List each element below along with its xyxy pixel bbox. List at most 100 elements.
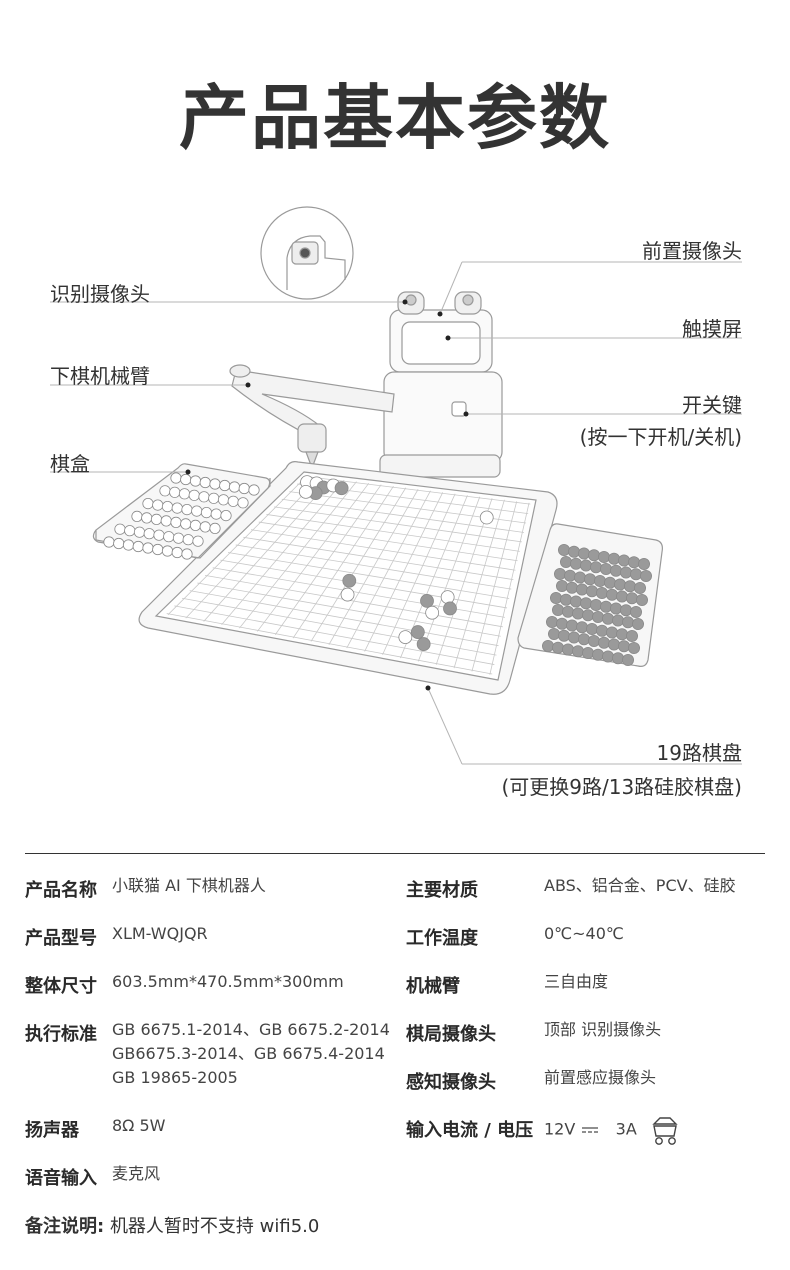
white-stone <box>152 543 164 556</box>
white-stone <box>192 535 204 547</box>
black-stone <box>582 609 595 622</box>
black-stone <box>634 581 647 594</box>
spec-label-size: 整体尺寸 <box>25 976 97 997</box>
spec-value-size: 603.5mm*470.5mm*300mm <box>112 972 344 991</box>
spec-value-temperature: 0℃~40℃ <box>544 924 624 943</box>
white-stone <box>122 539 135 551</box>
black-stone <box>606 626 619 639</box>
go-stone <box>334 481 349 496</box>
white-stone <box>227 495 239 507</box>
robot-body <box>383 371 503 463</box>
product-illustration <box>50 206 742 765</box>
black-stone <box>614 578 627 591</box>
black-stone <box>552 603 565 616</box>
page-title: 产品基本参数 <box>179 77 611 159</box>
black-stone <box>608 552 621 565</box>
board-stones <box>298 475 494 651</box>
black-stone <box>556 617 569 630</box>
spec-label-standard: 执行标准 <box>25 1024 97 1045</box>
black-stone <box>590 598 603 611</box>
white-stone <box>142 497 154 510</box>
callout-board-note: (可更换9路/13路硅胶棋盘) <box>501 775 742 799</box>
black-stone <box>552 641 565 654</box>
white-stone <box>210 508 222 520</box>
black-stone <box>628 641 641 654</box>
black-stone <box>548 627 561 640</box>
spec-value-material: ABS、铝合金、PCV、硅胶 <box>544 876 736 895</box>
black-stone <box>624 580 637 593</box>
spec-label-arm: 机械臂 <box>406 976 460 997</box>
touch-screen-shape <box>401 321 481 365</box>
black-stone <box>562 643 575 656</box>
spec-value-arm: 三自由度 <box>544 972 609 991</box>
white-stone <box>170 516 182 528</box>
spec-value-power: 12V 3A <box>544 1114 682 1146</box>
black-stone <box>570 557 583 570</box>
white-stone <box>189 519 202 531</box>
callout-arm: 下棋机械臂 <box>50 364 150 388</box>
black-stone <box>572 607 585 620</box>
go-stone <box>342 573 357 588</box>
black-stone <box>590 561 603 574</box>
go-stone <box>425 605 440 620</box>
white-stone <box>133 526 146 538</box>
white-stone <box>170 472 182 484</box>
go-stone <box>420 594 434 608</box>
note-text: 机器人暂时不支持 wifi5.0 <box>109 1216 320 1237</box>
white-stone <box>182 534 194 546</box>
white-stone <box>113 537 125 550</box>
go-stone <box>416 637 431 651</box>
spec-label-temperature: 工作温度 <box>406 928 478 949</box>
spec-label-material: 主要材质 <box>406 880 478 901</box>
callout-touch-screen: 触摸屏 <box>682 317 742 341</box>
white-stone <box>228 481 241 493</box>
black-stone <box>640 569 653 582</box>
black-stone <box>604 576 617 589</box>
white-stone <box>142 542 154 554</box>
spec-value-voltage: 12V <box>544 1119 576 1139</box>
black-stone <box>618 554 631 567</box>
spec-label-product-name: 产品名称 <box>25 880 97 901</box>
white-stone <box>209 522 221 534</box>
go-stone <box>443 601 457 616</box>
spec-label-model: 产品型号 <box>25 928 97 949</box>
black-stone <box>592 648 605 661</box>
white-stone <box>181 548 193 560</box>
white-stone <box>114 523 126 535</box>
black-stone <box>588 634 601 647</box>
white-stone <box>169 486 181 498</box>
white-stone <box>143 528 155 540</box>
spec-label-sense-camera: 感知摄像头 <box>406 1072 496 1093</box>
white-stone <box>220 509 232 522</box>
black-stone <box>628 556 641 569</box>
black-stone <box>568 545 581 558</box>
callout-board: 19路棋盘 <box>656 741 742 765</box>
black-stone <box>602 650 615 663</box>
black-stone <box>574 571 587 584</box>
black-stone <box>598 636 611 649</box>
black-stone <box>560 593 573 606</box>
black-stone <box>594 574 607 587</box>
go-stone <box>398 630 413 645</box>
spec-value-current: 3A <box>615 1119 637 1139</box>
white-stones-box <box>103 472 260 560</box>
white-stone <box>132 540 144 553</box>
spec-value-standard-2: GB6675.3-2014、GB 6675.4-2014 <box>112 1044 385 1063</box>
black-stone <box>576 621 589 634</box>
white-stone <box>199 476 211 489</box>
black-stone <box>558 629 571 642</box>
white-stone <box>159 485 171 497</box>
black-stone <box>570 595 583 608</box>
callout-power-key-note: (按一下开机/关机) <box>579 425 742 449</box>
white-stone <box>188 489 200 501</box>
black-stone <box>556 579 569 592</box>
white-stone <box>150 513 163 525</box>
white-stone <box>153 529 165 541</box>
white-stone <box>248 484 260 496</box>
black-stone <box>572 645 585 658</box>
black-stone <box>630 568 643 581</box>
black-stone <box>564 569 577 582</box>
spec-value-speaker: 8Ω 5W <box>112 1116 166 1135</box>
spec-label-voice-input: 语音输入 <box>25 1168 97 1189</box>
spec-label-power: 输入电流 / 电压 <box>406 1120 534 1141</box>
